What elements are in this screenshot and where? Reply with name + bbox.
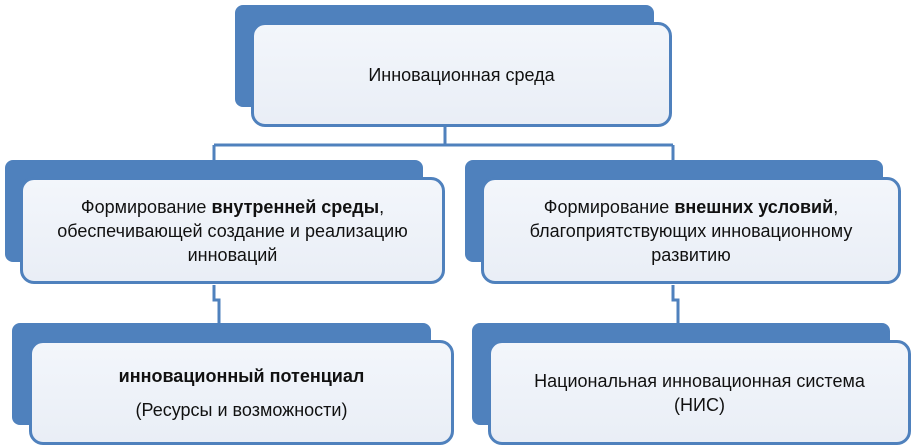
- root-node-label: Инновационная среда: [368, 64, 555, 85]
- left-node-line1: Формирование внутренней среды,: [80, 196, 385, 217]
- right-node: Формирование внешних условий, благоприят…: [481, 177, 901, 284]
- left-node: Формирование внутренней среды, обеспечив…: [20, 177, 445, 284]
- right-node-line1: Формирование внешних условий,: [543, 196, 839, 217]
- left-child-node: инновационный потенциал (Ресурсы и возмо…: [29, 340, 454, 445]
- left-node-line2: обеспечивающей создание и реализацию: [57, 220, 408, 241]
- left-child-subtitle: (Ресурсы и возможности): [135, 399, 348, 420]
- left-node-line3: инноваций: [187, 244, 278, 265]
- right-node-line3: развитию: [651, 244, 731, 265]
- connector-root-to-children: [212, 126, 675, 160]
- root-node: Инновационная среда: [251, 22, 672, 127]
- left-child-title: инновационный потенциал: [118, 365, 365, 386]
- right-child-line2: (НИС): [674, 394, 725, 415]
- right-node-line2: благоприятствующих инновационному: [529, 220, 853, 241]
- right-child-line1: Национальная инновационная система: [534, 370, 865, 391]
- connector-left-to-child: [212, 285, 221, 323]
- right-child-node: Национальная инновационная система (НИС): [488, 340, 911, 445]
- connector-right-to-child: [671, 285, 680, 323]
